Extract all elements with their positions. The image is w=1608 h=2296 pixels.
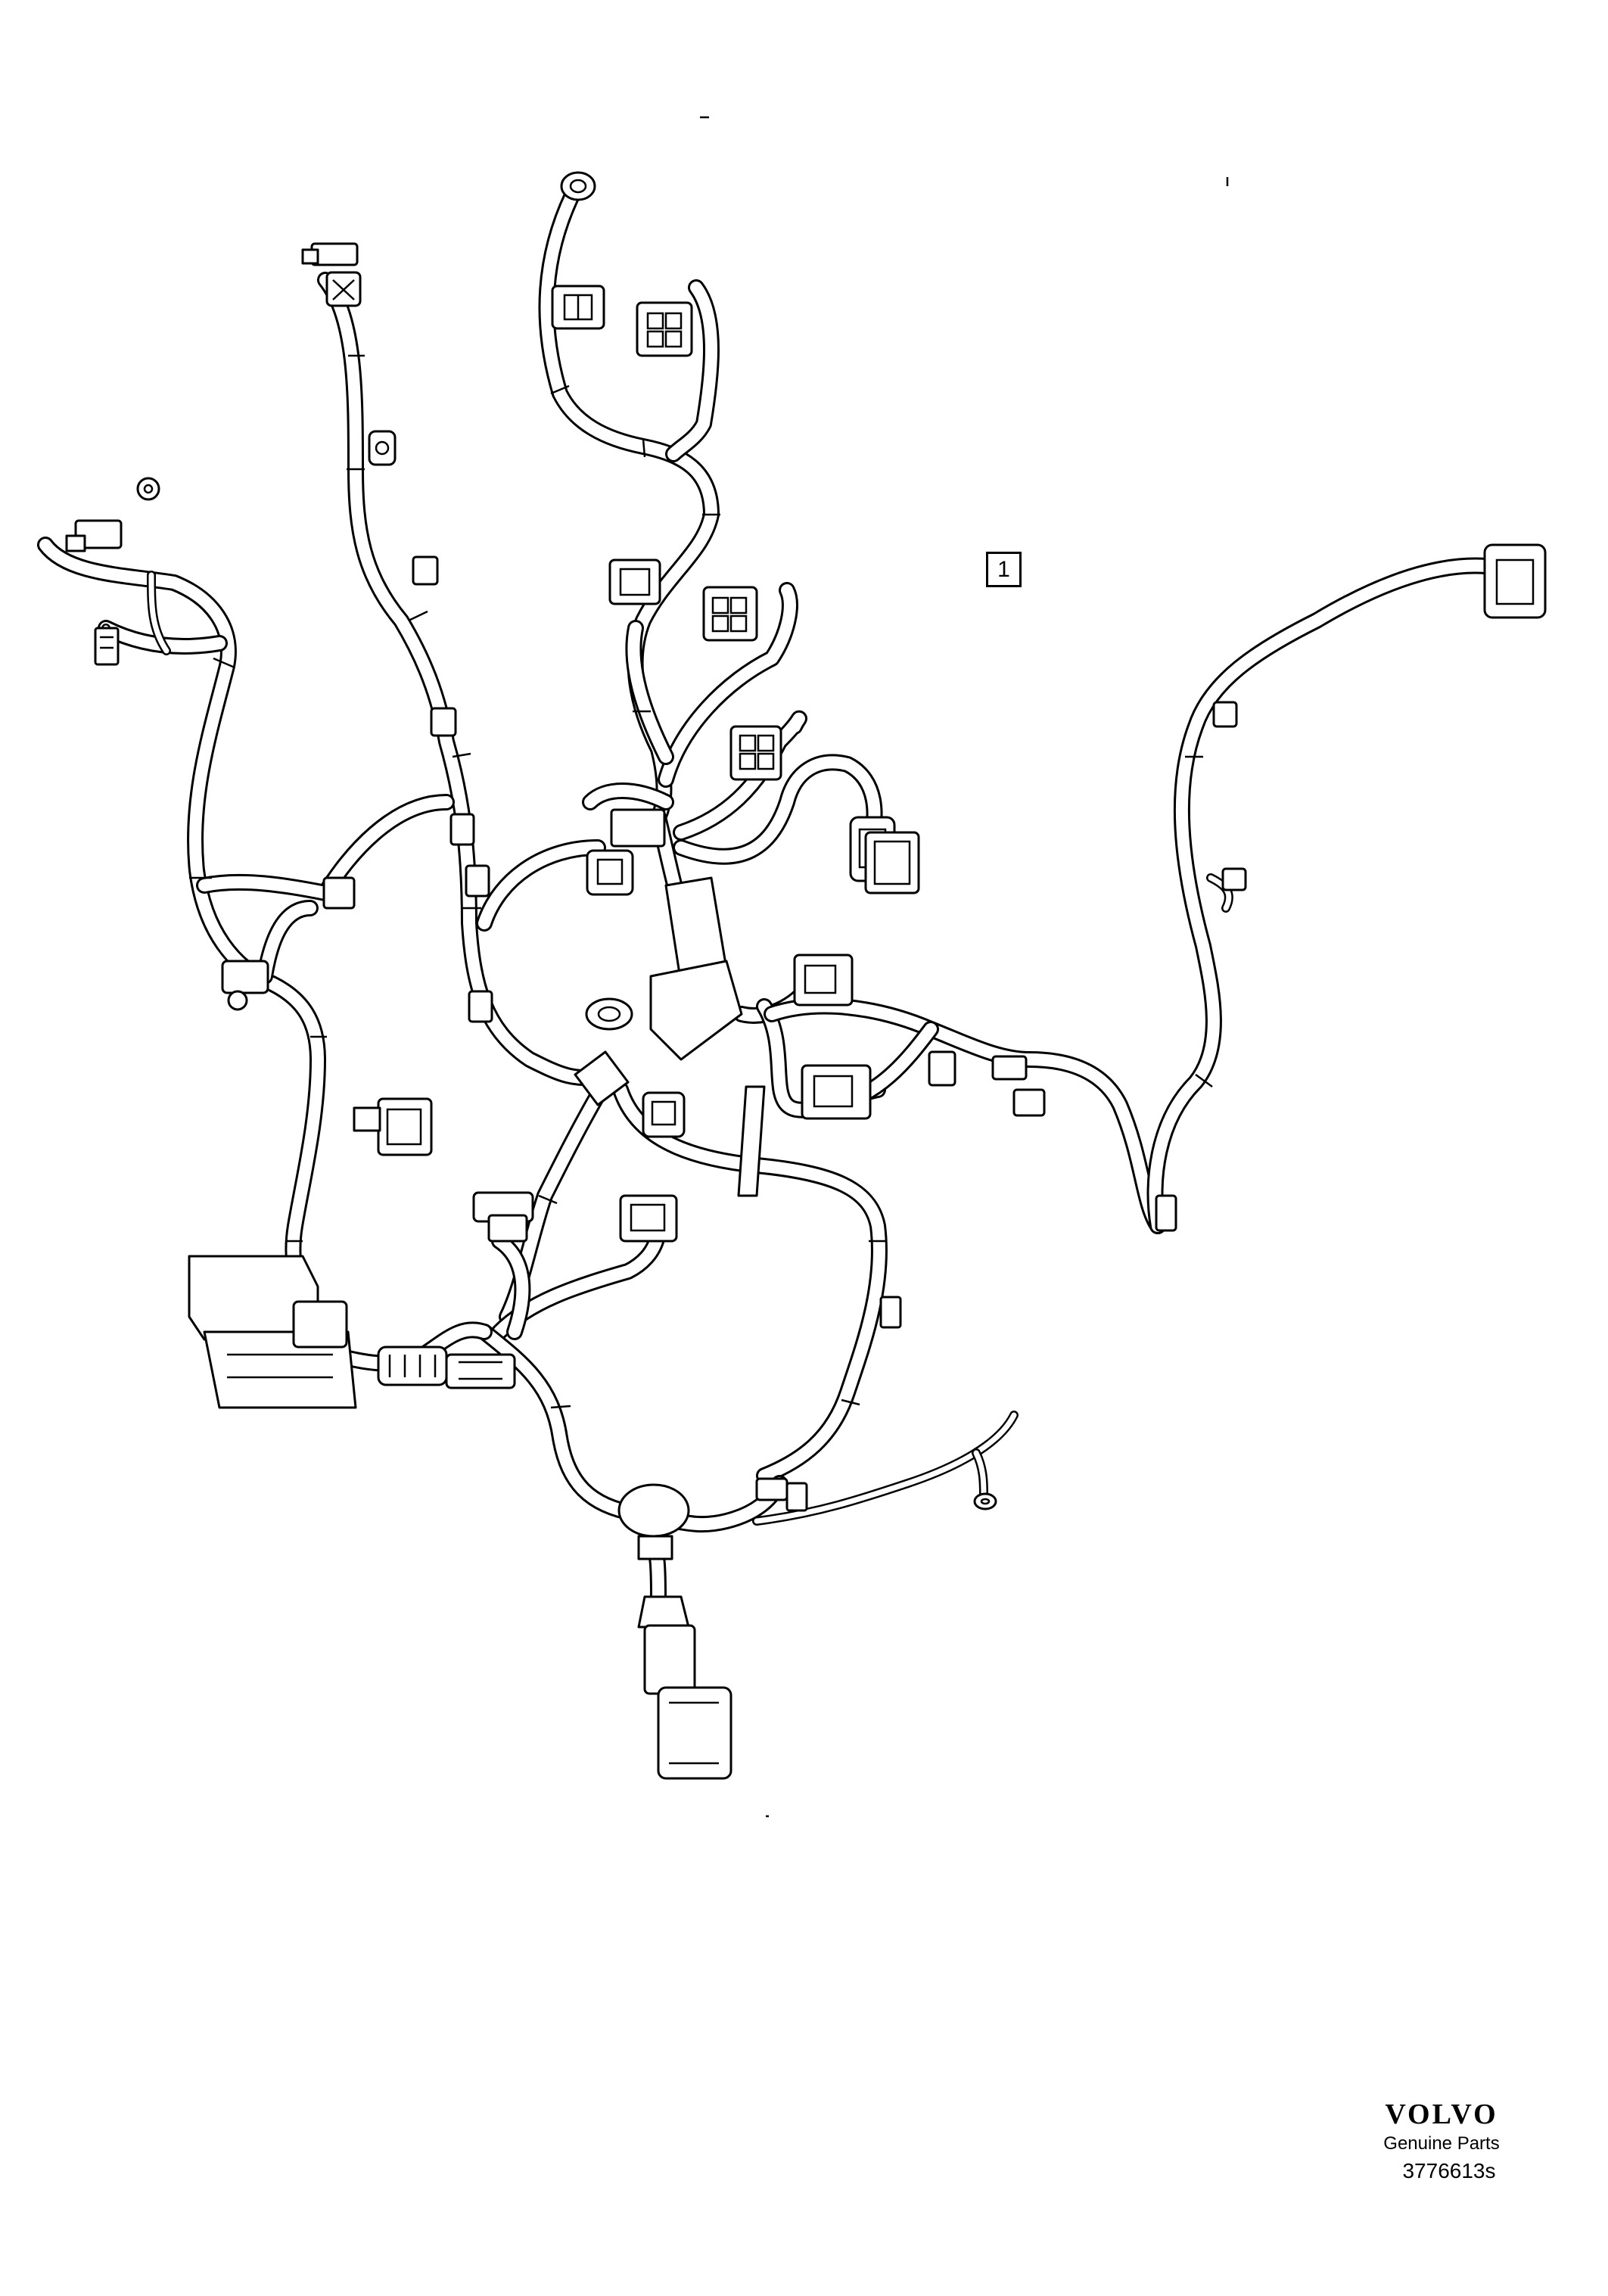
stray-marks (700, 116, 1229, 1818)
connector-icon (322, 876, 356, 910)
connector-icon (188, 1255, 357, 1409)
connector-icon (702, 586, 758, 642)
brand-tagline: Genuine Parts (1383, 2133, 1500, 2154)
connector-icon (560, 171, 596, 201)
connector-icon (1155, 1194, 1177, 1232)
tape-bands (189, 354, 1213, 1409)
ring-terminal-icon (973, 1492, 997, 1510)
connector-icon (793, 954, 854, 1006)
connector-icon (301, 242, 362, 307)
connectors (65, 171, 1547, 1780)
connector-icon (617, 1483, 732, 1780)
connector-icon (353, 1097, 433, 1156)
brand-block: VOLVO Genuine Parts (1355, 2098, 1529, 2155)
connector-icon (879, 1296, 902, 1329)
connector-icon (619, 1194, 678, 1243)
connector-icon (221, 960, 269, 1011)
connector-icon (445, 1353, 516, 1389)
connector-icon (586, 808, 666, 896)
connector-icon (368, 430, 397, 466)
connector-icon (928, 1050, 1046, 1117)
callout-number: 1 (986, 552, 1022, 587)
connector-icon (729, 725, 782, 781)
connector-icon (755, 1477, 808, 1512)
drawing-id: 3776613s (1402, 2159, 1496, 2182)
connector-icon (864, 831, 920, 894)
connector-icon (1483, 543, 1547, 619)
connector-icon (551, 285, 605, 330)
connector-icon (737, 1085, 766, 1197)
connector-icon (472, 1191, 534, 1243)
connector-icon (608, 558, 661, 605)
callout-label: 1 (997, 556, 1010, 582)
ring-terminal-icon (136, 477, 160, 501)
connector-icon (65, 519, 123, 666)
brand-logo-text: VOLVO (1385, 2098, 1498, 2130)
connector-icon (801, 1064, 872, 1120)
connector-icon (636, 301, 693, 357)
connector-icon (574, 876, 743, 1138)
connector-icon (377, 1346, 448, 1386)
connector-icon (412, 555, 1247, 1023)
